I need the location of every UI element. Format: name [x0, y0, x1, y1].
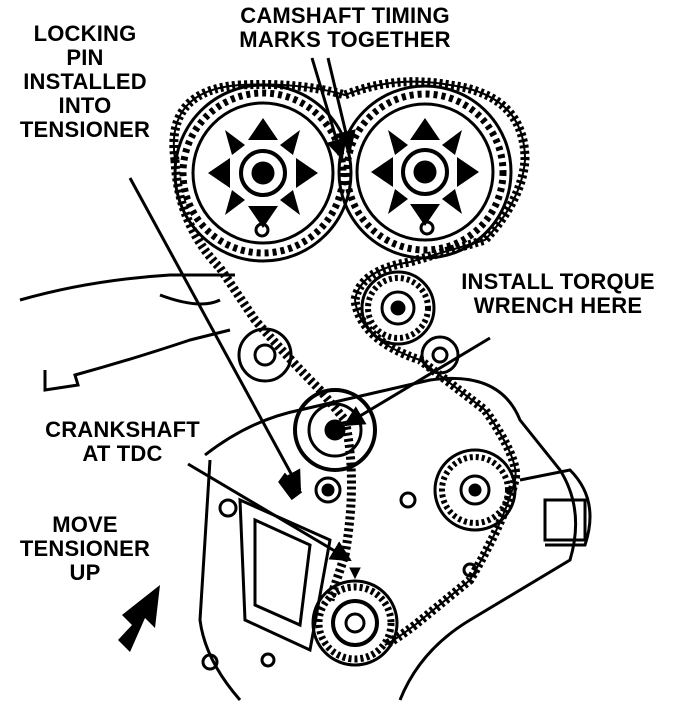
left-cam-sprocket: [173, 83, 353, 263]
crankshaft-arrow: [187, 462, 352, 562]
locking-pin-label: LOCKING PIN INSTALLED INTO TENSIONER: [0, 22, 170, 142]
label-line: INSTALL TORQUE: [461, 269, 655, 294]
cam-mark-arrow-right: [326, 57, 356, 153]
label-line: AT TDC: [82, 441, 163, 466]
label-line: CAMSHAFT TIMING: [240, 3, 450, 28]
camshaft-marks-label: CAMSHAFT TIMING MARKS TOGETHER: [210, 4, 480, 52]
label-line: TENSIONER: [19, 536, 151, 561]
water-pump-sprocket: [433, 448, 517, 532]
locking-pin-arrow: [128, 177, 302, 492]
left-bracket: [19, 273, 235, 392]
locking-pin: [278, 472, 342, 504]
crankshaft-tdc-label: CRANKSHAFT AT TDC: [35, 418, 210, 466]
label-line: WRENCH HERE: [473, 293, 643, 318]
move-tensioner-label: MOVE TENSIONER UP: [10, 513, 160, 585]
tensioner-pulley: [293, 388, 377, 472]
label-line: TENSIONER: [19, 117, 151, 142]
label-line: INTO: [58, 93, 112, 118]
callout-arrows: [128, 57, 491, 562]
label-line: MOVE: [52, 512, 118, 537]
idler-pulley: [360, 270, 436, 346]
label-line: INSTALLED: [23, 69, 147, 94]
torque-wrench-label: INSTALL TORQUE WRENCH HERE: [438, 270, 678, 318]
small-pulleys: [237, 327, 460, 383]
label-line: PIN: [66, 45, 104, 70]
right-cam-sprocket: [337, 84, 513, 260]
move-up-arrow: [118, 585, 160, 652]
label-line: MARKS TOGETHER: [239, 27, 451, 52]
crankshaft-sprocket: [311, 567, 399, 667]
engine-block: [198, 376, 592, 701]
label-line: CRANKSHAFT: [45, 417, 200, 442]
label-line: UP: [69, 560, 101, 585]
torque-arrow: [343, 336, 491, 427]
label-line: LOCKING: [33, 21, 137, 46]
